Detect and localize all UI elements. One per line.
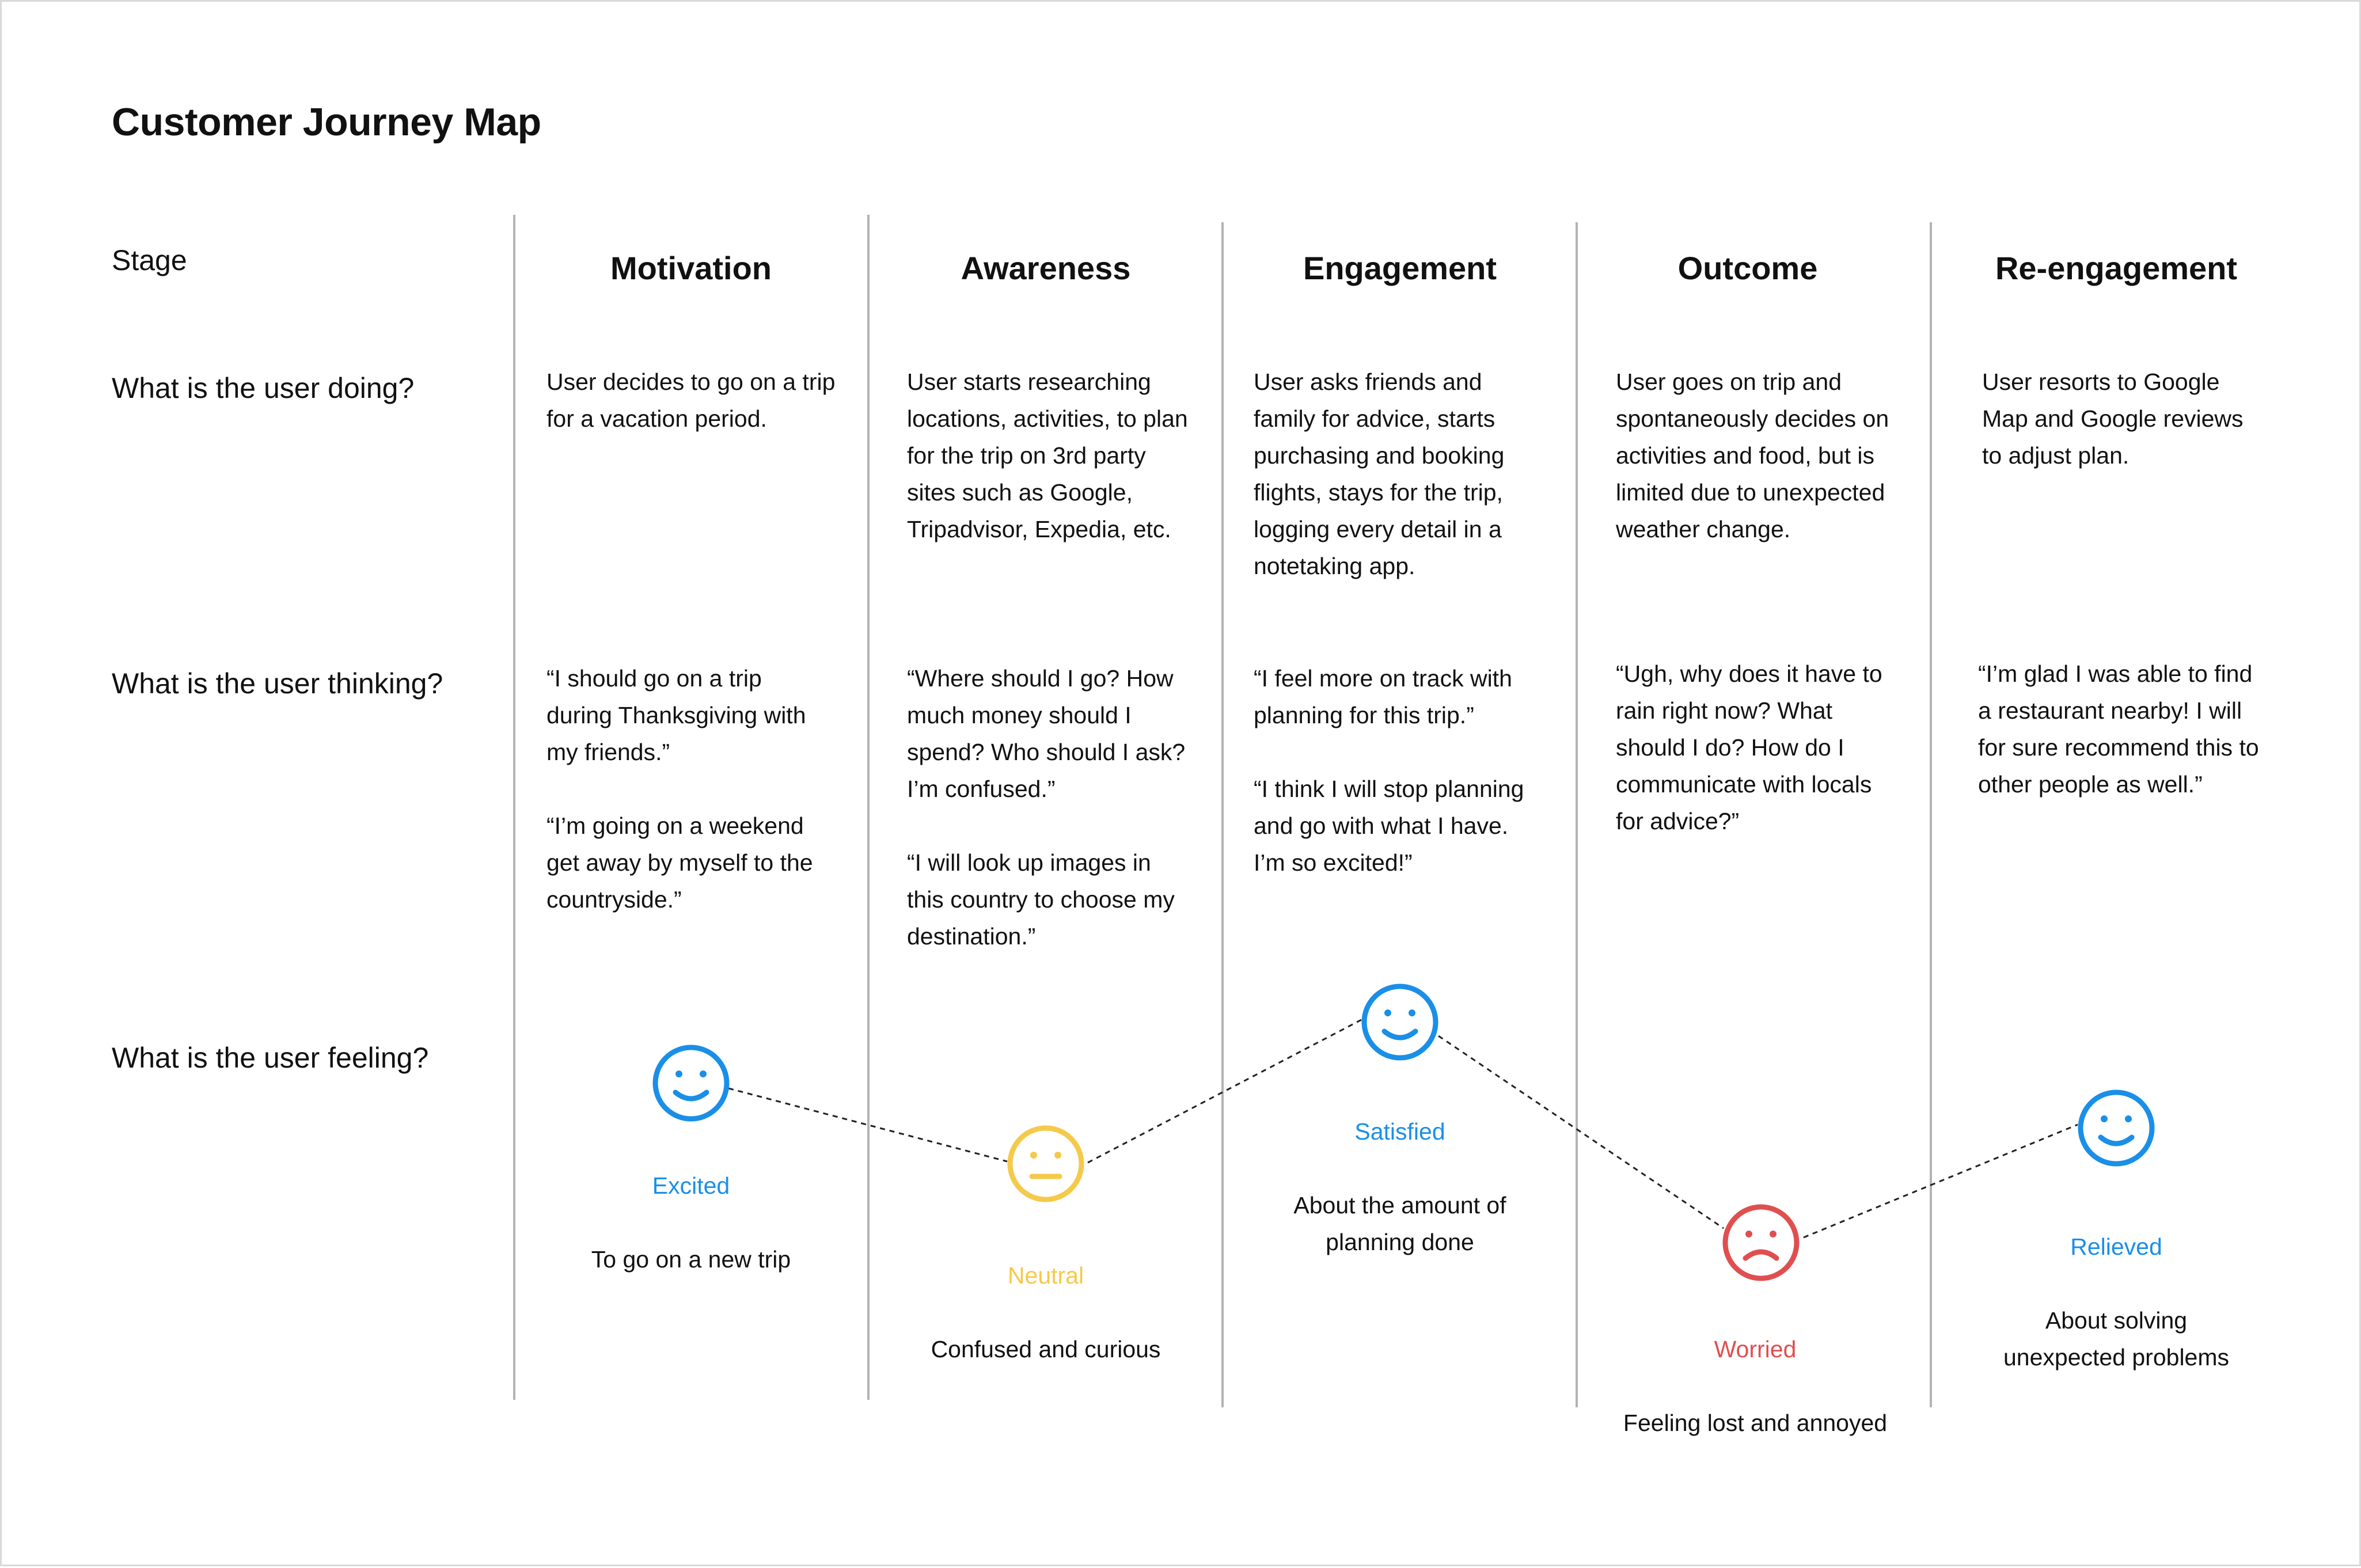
curve-segment [1438, 1035, 1724, 1229]
feeling-label-motivation: Excited To go on a new trip [591, 1130, 791, 1278]
smiley-face-icon [652, 1045, 730, 1122]
thinking-cell-awareness: “Where should I go? How much money shoul… [907, 665, 1186, 950]
feeling-label-outcome: Worried Feeling lost and annoyed [1623, 1294, 1887, 1441]
thinking-cell-motivation: “I should go on a trip during Thanksgivi… [546, 665, 813, 913]
stage-header-engagement: Engagement [1303, 250, 1497, 286]
emotion-description: Feeling lost and annoyed [1623, 1410, 1888, 1436]
column-divider [1930, 222, 1932, 1407]
stage-header-awareness: Awareness [961, 250, 1131, 286]
curve-segment [1087, 1019, 1362, 1164]
page-title: Customer Journey Map [112, 100, 541, 144]
column-divider [513, 215, 515, 1400]
row-label-feeling: What is the user feeling? [112, 1042, 429, 1074]
emotion-name: Worried [1714, 1336, 1797, 1362]
stage-header-re-engagement: Re-engagement [1995, 250, 2238, 286]
thinking-cell-re-engagement: “I’m glad I was able to find a restauran… [1978, 660, 2259, 798]
curve-segment [1803, 1123, 2078, 1239]
feeling-label-re-engagement: Relieved About solving unexpected proble… [2003, 1191, 2229, 1376]
feeling-label-awareness: Neutral Confused and curious [931, 1220, 1161, 1368]
emotion-name: Excited [652, 1172, 730, 1199]
emotion-description: To go on a new trip [591, 1246, 791, 1273]
doing-cell-re-engagement: User resorts to Google Map and Google re… [1982, 369, 2244, 469]
curve-segment [728, 1087, 1008, 1163]
stage-header-motivation: Motivation [610, 250, 772, 286]
column-divider [1221, 222, 1224, 1407]
thinking-cell-engagement: “I feel more on track with planning for … [1254, 665, 1524, 876]
row-label-stage: Stage [112, 244, 187, 276]
emotion-description: About solving unexpected problems [2003, 1307, 2230, 1370]
row-label-thinking: What is the user thinking? [112, 667, 443, 700]
column-divider [867, 215, 870, 1400]
column-divider [1576, 222, 1578, 1407]
smiley-face-icon [2078, 1089, 2155, 1167]
emotion-description: About the amount of planning done [1293, 1192, 1506, 1255]
feeling-label-engagement: Satisfied About the amount of planning d… [1293, 1076, 1506, 1261]
doing-cell-awareness: User starts researching locations, activ… [907, 369, 1188, 542]
neutral-face-icon [1007, 1125, 1084, 1202]
doing-cell-engagement: User asks friends and family for advice,… [1254, 369, 1505, 579]
sad-face-icon [1722, 1204, 1800, 1281]
emotion-description: Confused and curious [931, 1336, 1161, 1362]
emotion-name: Neutral [1007, 1262, 1084, 1289]
doing-cell-outcome: User goes on trip and spontaneously deci… [1616, 369, 1889, 542]
thinking-cell-outcome: “Ugh, why does it have to rain right now… [1616, 660, 1882, 834]
row-label-doing: What is the user doing? [112, 372, 415, 404]
emotion-name: Relieved [2070, 1233, 2162, 1260]
stage-header-outcome: Outcome [1677, 250, 1818, 286]
doing-cell-motivation: User decides to go on a trip for a vacat… [546, 369, 836, 432]
smiley-face-icon [1361, 984, 1438, 1061]
emotion-name: Satisfied [1354, 1118, 1445, 1145]
